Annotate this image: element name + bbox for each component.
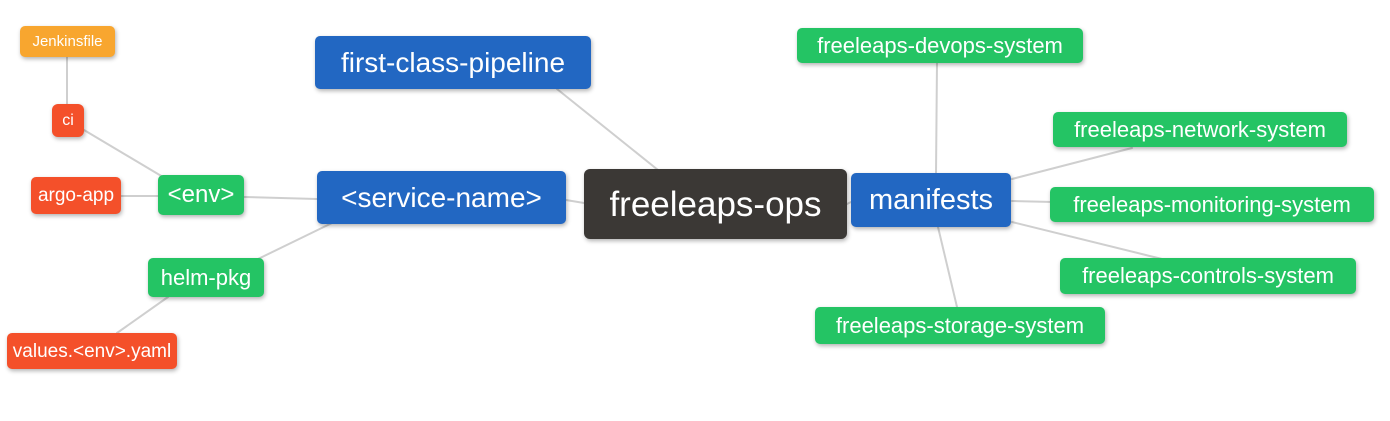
node-values-env-yaml[interactable]: values.<env>.yaml (7, 333, 177, 369)
node-freeleaps-devops-system[interactable]: freeleaps-devops-system (797, 28, 1083, 63)
node-helm-pkg[interactable]: helm-pkg (148, 258, 264, 297)
node-jenkinsfile[interactable]: Jenkinsfile (20, 26, 115, 57)
edge-ci-env (83, 129, 164, 178)
node-service-name[interactable]: <service-name> (317, 171, 566, 224)
node-freeleaps-storage-system[interactable]: freeleaps-storage-system (815, 307, 1105, 344)
node-argo-app[interactable]: argo-app (31, 177, 121, 214)
node-freeleaps-controls-system[interactable]: freeleaps-controls-system (1060, 258, 1356, 294)
node-ci[interactable]: ci (52, 104, 84, 137)
edge-values-helm-pkg (116, 296, 169, 334)
edge-manifests-network (1011, 147, 1133, 180)
edge-service-freeleaps-ops (565, 199, 585, 204)
edge-freeleaps-ops-manifests (846, 201, 852, 205)
node-first-class-pipeline[interactable]: first-class-pipeline (315, 36, 591, 89)
node-env[interactable]: <env> (158, 175, 244, 215)
edge-manifests-monitoring (1011, 200, 1054, 203)
node-manifests[interactable]: manifests (851, 173, 1011, 227)
edge-manifests-devops (935, 61, 938, 175)
edge-manifests-storage (937, 226, 958, 308)
edge-env-service-name (243, 196, 318, 200)
edge-manifests-controls (1011, 221, 1163, 260)
node-freeleaps-ops[interactable]: freeleaps-ops (584, 169, 847, 239)
node-freeleaps-monitoring-system[interactable]: freeleaps-monitoring-system (1050, 187, 1374, 222)
edge-helm-pkg-service-name (257, 222, 333, 260)
node-freeleaps-network-system[interactable]: freeleaps-network-system (1053, 112, 1347, 147)
edge-pipeline-freeleaps-ops (556, 88, 659, 171)
